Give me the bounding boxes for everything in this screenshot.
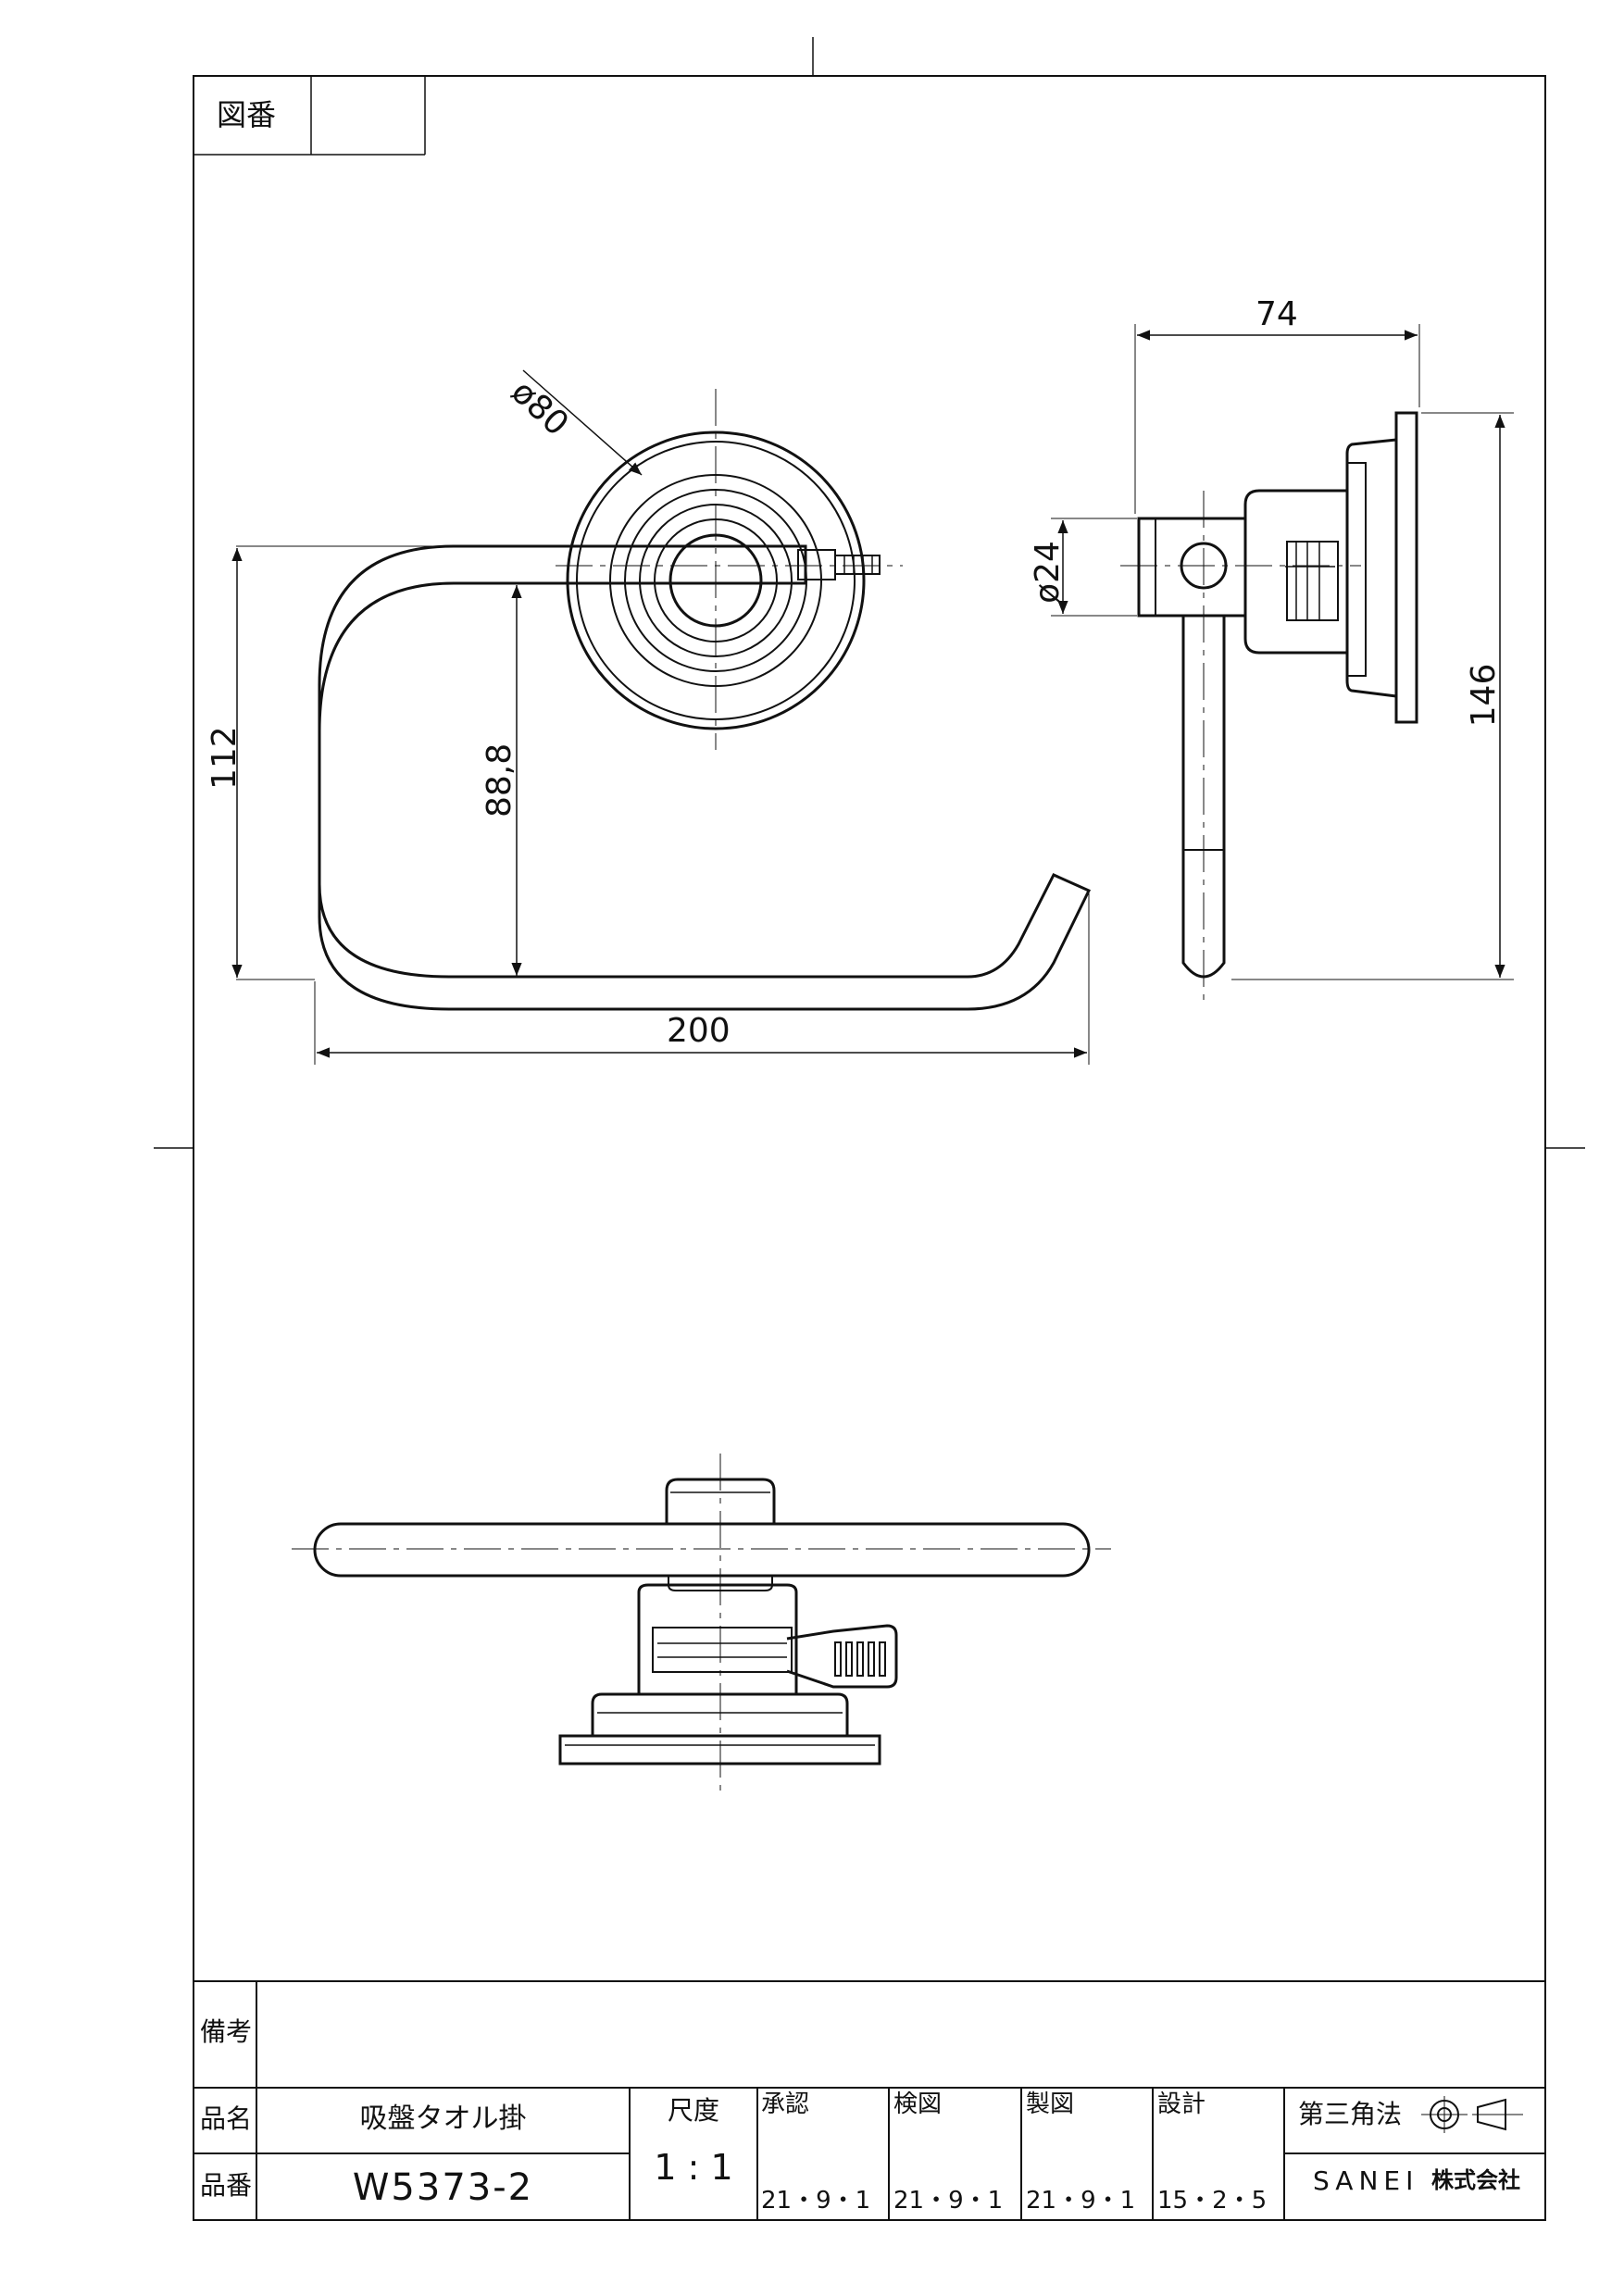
approved-date: 21・9・1 <box>761 2187 871 2215</box>
center-marks <box>154 37 1585 1149</box>
phi80-leader <box>522 369 643 476</box>
side-housing <box>1243 489 1347 655</box>
front-lever-ribs <box>843 555 873 574</box>
title-block-lines <box>194 1980 1545 2220</box>
company-name: SANEI <box>1313 2165 1419 2196</box>
third-angle-projection-icon <box>1421 2096 1523 2133</box>
approved-label: 承認 <box>761 2090 810 2118</box>
top-rod <box>313 1522 1091 1578</box>
top-housing <box>637 1583 798 1696</box>
top-socket <box>665 1478 776 1524</box>
product-name-label: 品名 <box>200 2103 253 2134</box>
drawing-number-label: 図番 <box>217 97 277 132</box>
top-lever-slots <box>834 1641 886 1677</box>
company-suffix: 株式会社 <box>1431 2167 1520 2193</box>
front-base-outer-circle <box>566 430 866 730</box>
remarks-label: 備考 <box>200 2016 253 2047</box>
dim-200: 200 <box>667 1012 731 1050</box>
front-lever-tab <box>834 555 881 575</box>
drawing-number-box <box>194 76 426 156</box>
top-lever <box>786 1624 898 1689</box>
top-view <box>292 1454 1111 1796</box>
side-arm-socket <box>1137 517 1245 618</box>
dim-146: 146 <box>1465 663 1503 728</box>
drawn-date: 21・9・1 <box>1026 2187 1136 2215</box>
side-suction-cup <box>1345 438 1397 698</box>
product-name: 吸盤タオル掛 <box>359 2103 527 2135</box>
drawing-frame <box>193 75 1546 2221</box>
top-clamp <box>652 1627 793 1673</box>
side-back-plate <box>1394 411 1418 724</box>
design-label: 設計 <box>1157 2090 1206 2118</box>
side-cup-rim <box>1346 462 1367 677</box>
design-date: 15・2・5 <box>1157 2187 1268 2215</box>
towel-bar-rod <box>318 544 1092 1011</box>
front-lever-body <box>797 549 836 580</box>
front-view <box>231 369 1092 1065</box>
dim-74: 74 <box>1255 295 1298 333</box>
side-view <box>1051 324 1514 1000</box>
dim-112: 112 <box>206 726 244 790</box>
product-number: W5373-2 <box>352 2166 534 2209</box>
dim-88-8: 88,8 <box>481 742 518 817</box>
projection-label: 第三角法 <box>1298 2099 1403 2129</box>
scale-value: 1 : 1 <box>654 2147 733 2188</box>
drawn-label: 製図 <box>1026 2090 1075 2118</box>
product-number-label: 品番 <box>200 2170 253 2201</box>
dim-phi24: ø24 <box>1029 541 1067 604</box>
front-base-inner-circle <box>576 441 856 720</box>
checked-label: 検図 <box>893 2090 943 2118</box>
top-plate <box>558 1734 881 1766</box>
checked-date: 21・9・1 <box>893 2187 1004 2215</box>
scale-label: 尺度 <box>667 2095 719 2126</box>
side-lever-mechanism <box>1286 541 1339 621</box>
